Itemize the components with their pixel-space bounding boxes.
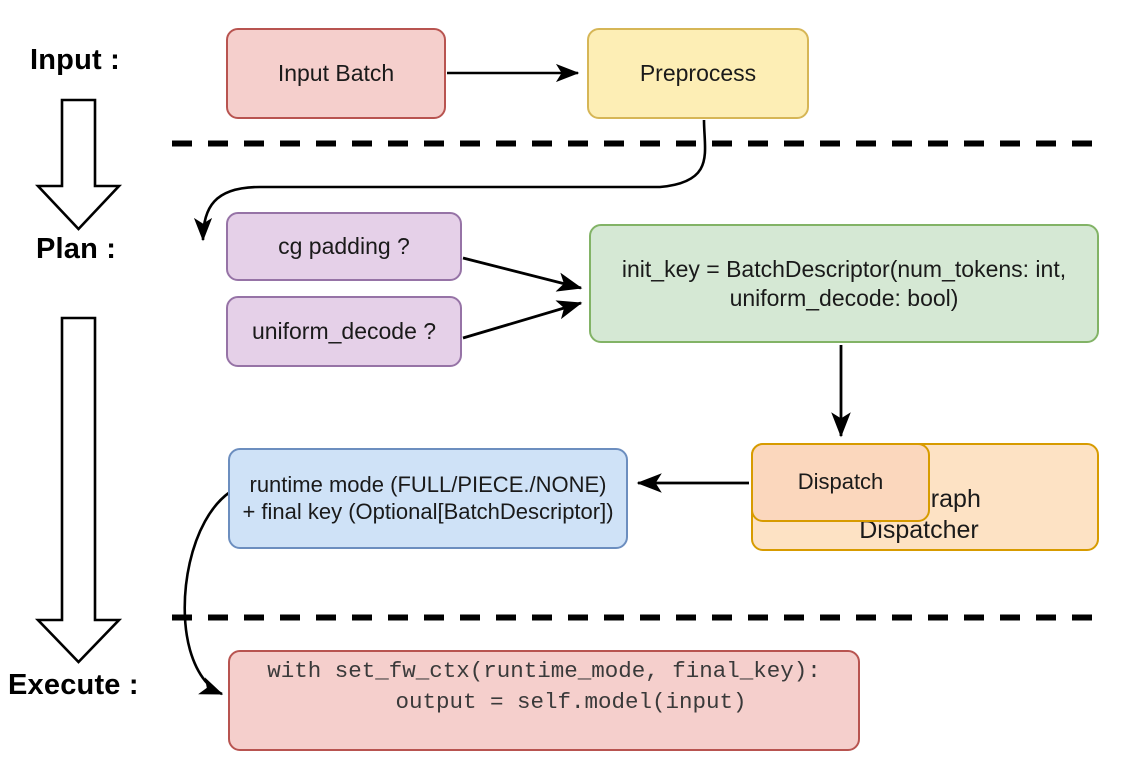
node-exec-code-line1: with set_fw_ctx(runtime_mode, final_key)… xyxy=(267,658,821,684)
node-uniform-decode[interactable]: uniform_decode ? xyxy=(226,296,462,367)
node-init-key[interactable]: init_key = BatchDescriptor(num_tokens: i… xyxy=(589,224,1099,343)
node-exec-code[interactable]: with set_fw_ctx(runtime_mode, final_key)… xyxy=(228,650,860,751)
node-runtime-mode[interactable]: runtime mode (FULL/PIECE./NONE) + final … xyxy=(228,448,628,549)
stage-label-plan: Plan : xyxy=(36,233,117,265)
input-to-plan-block-arrow xyxy=(34,98,123,231)
node-cg-padding[interactable]: cg padding ? xyxy=(226,212,462,281)
stage-label-execute: Execute : xyxy=(8,669,139,701)
node-input-batch-label: Input Batch xyxy=(277,60,395,87)
node-input-batch[interactable]: Input Batch xyxy=(226,28,446,119)
stage-label-input: Input : xyxy=(30,44,120,76)
node-runtime-mode-line1: runtime mode (FULL/PIECE./NONE) xyxy=(249,471,607,497)
node-dispatch-label: Dispatch xyxy=(797,469,884,495)
node-cg-padding-label: cg padding ? xyxy=(278,233,410,260)
arrow-cg-padding-to-init-key xyxy=(462,256,583,292)
node-dispatch[interactable]: Dispatch xyxy=(751,443,930,522)
node-uniform-decode-label: uniform_decode ? xyxy=(251,318,437,345)
arrow-uniform-decode-to-init-key xyxy=(462,300,583,340)
node-preprocess[interactable]: Preprocess xyxy=(587,28,809,119)
node-init-key-line1: init_key = BatchDescriptor(num_tokens: i… xyxy=(621,256,1067,283)
node-preprocess-label: Preprocess xyxy=(639,60,757,87)
node-exec-code-line2: output = self.model(input) xyxy=(341,689,747,716)
arrow-runtime-mode-to-exec-code xyxy=(183,490,231,696)
plan-to-execute-block-arrow xyxy=(34,316,123,664)
node-runtime-mode-line2: + final key (Optional[BatchDescriptor]) xyxy=(242,498,614,524)
node-init-key-line2: uniform_decode: bool) xyxy=(729,284,959,311)
